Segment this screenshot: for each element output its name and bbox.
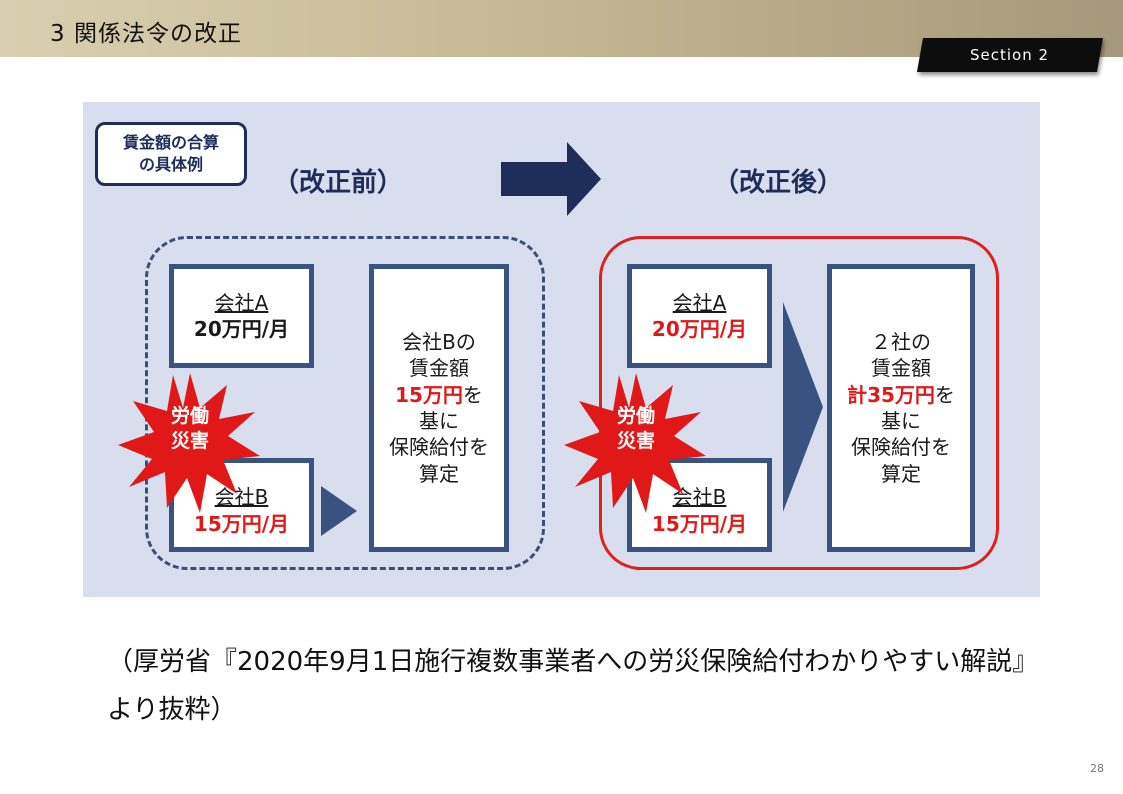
company-a-name: 会社A bbox=[672, 290, 727, 315]
figure-panel: 賃金額の合算 の具体例 （改正前） （改正後） 会社A 20万円/月 会社B 1… bbox=[83, 102, 1040, 597]
result-line-5: 保険給付を bbox=[851, 435, 951, 460]
section-tab: Section 2 bbox=[917, 38, 1103, 72]
company-b-amount: 15万円/月 bbox=[651, 511, 748, 536]
result-particle: を bbox=[462, 382, 483, 407]
citation-text: （厚労省『2020年9月1日施行複数事業者への労災保険給付わかりやすい解説』より… bbox=[107, 647, 1026, 726]
result-line-6: 算定 bbox=[419, 461, 459, 486]
page-number: 28 bbox=[1090, 762, 1104, 775]
before-result-box: 会社Bの 賃金額 15万円を 基に 保険給付を 算定 bbox=[369, 264, 509, 552]
after-frame bbox=[599, 236, 999, 570]
company-b-name: 会社B bbox=[672, 485, 727, 510]
result-line-5: 保険給付を bbox=[389, 435, 489, 460]
burst-text: 労働 災害 bbox=[616, 405, 655, 452]
company-b-name: 会社B bbox=[214, 485, 269, 510]
result-line-1: 会社Bの bbox=[402, 329, 476, 354]
section-label: Section 2 bbox=[970, 46, 1050, 64]
after-company-a-box: 会社A 20万円/月 bbox=[627, 264, 772, 368]
before-company-a-box: 会社A 20万円/月 bbox=[169, 264, 314, 368]
result-line-6: 算定 bbox=[881, 461, 921, 486]
before-title: （改正前） bbox=[273, 168, 404, 198]
result-amount: 15万円 bbox=[395, 382, 463, 407]
arrow-right-icon bbox=[321, 486, 357, 536]
page-title: 3 関係法令の改正 bbox=[50, 21, 242, 47]
company-b-amount: 15万円/月 bbox=[193, 511, 290, 536]
merge-arrow-icon bbox=[783, 302, 823, 512]
result-line-2: 賃金額 bbox=[871, 356, 931, 381]
result-line-4: 基に bbox=[881, 409, 921, 433]
result-amount: 計35万円 bbox=[847, 382, 935, 407]
before-company-b-box: 会社B 15万円/月 bbox=[169, 458, 314, 552]
after-result-box: ２社の 賃金額 計35万円を 基に 保険給付を 算定 bbox=[827, 264, 975, 552]
company-a-amount: 20万円/月 bbox=[651, 317, 748, 341]
result-line-1: ２社の bbox=[871, 329, 931, 354]
example-label: 賃金額の合算 の具体例 bbox=[95, 122, 247, 186]
result-particle: を bbox=[934, 382, 955, 407]
result-line-4: 基に bbox=[419, 409, 459, 433]
header-bar: 3 関係法令の改正 bbox=[0, 0, 1123, 57]
burst-icon bbox=[564, 373, 706, 513]
before-frame bbox=[145, 236, 545, 570]
company-a-name: 会社A bbox=[214, 290, 269, 315]
right-arrow-icon bbox=[501, 142, 601, 216]
company-a-amount: 20万円/月 bbox=[193, 317, 290, 341]
burst-icon bbox=[118, 373, 260, 513]
burst-text: 労働 災害 bbox=[170, 405, 209, 452]
after-title: （改正後） bbox=[713, 168, 844, 198]
result-line-2: 賃金額 bbox=[409, 356, 469, 381]
